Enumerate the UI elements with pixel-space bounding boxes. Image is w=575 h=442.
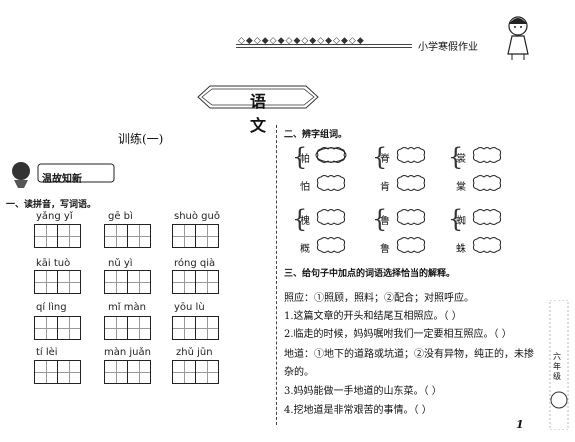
question-line[interactable]: 1.这篇文章的开头和结尾互相照应。（ ） [284,311,462,322]
answer-cloud[interactable] [394,174,428,192]
pinyin-label: kāi tuò [36,258,71,269]
writing-grid[interactable] [172,224,219,248]
pinyin-label: mǐ màn [108,302,146,313]
brace: { [292,143,308,171]
answer-cloud[interactable] [314,174,348,192]
question-line[interactable]: 4.挖地道是非常艰苦的事情。（ ） [284,405,432,416]
char-label: 槐 [300,216,310,227]
pinyin-label: yōu lù [174,302,205,313]
writing-grid[interactable] [34,360,81,384]
grade-label: 六年级 [553,352,561,381]
page-title: 语 文 [249,92,272,135]
brace: { [448,205,464,233]
writing-grid[interactable] [104,270,151,294]
header-rule [236,44,412,45]
girl-mascot-icon [507,16,529,60]
char-label: 蛛 [456,244,466,255]
char-label: 怕 [300,182,310,193]
answer-cloud[interactable] [314,146,348,164]
answer-cloud[interactable] [314,236,348,254]
section3-title: 三、给句子中加点的词语选择恰当的解释。 [284,269,456,279]
title-frame [197,85,319,109]
char-label: 棠 [456,182,466,193]
writing-grid[interactable] [34,270,81,294]
answer-cloud[interactable] [394,236,428,254]
brace: { [372,205,388,233]
writing-grid[interactable] [172,270,219,294]
writing-grid[interactable] [104,360,151,384]
page-number: 1 [516,418,524,431]
writing-grid[interactable] [104,224,151,248]
answer-cloud[interactable] [314,208,348,226]
answer-cloud[interactable] [394,146,428,164]
pinyin-label: tí lèi [36,347,58,358]
definition-line: 杂的。 [284,367,314,378]
pinyin-label: qí lìng [36,302,67,313]
writing-grid[interactable] [34,224,81,248]
section2-title: 二、辨字组词。 [284,130,348,140]
question-line[interactable]: 2.临走的时候，妈妈嘱咐我们一定要相互照应。（ ） [284,329,512,340]
review-badge-label: 温故知新 [42,174,82,185]
pinyin-label: nǔ yì [108,258,133,269]
side-tab [549,300,569,430]
char-label: 脊 [380,154,390,165]
char-label: 概 [300,244,310,255]
question-line[interactable]: 3.妈妈能做一手地道的山东菜。（ ） [284,386,442,397]
pinyin-label: yǎng yǐ [36,211,73,222]
answer-cloud[interactable] [470,208,504,226]
column-divider [276,125,277,425]
pinyin-label: zhǔ jūn [176,347,213,358]
pinyin-label: gē bì [108,211,133,222]
writing-grid[interactable] [34,316,81,340]
brace: { [372,143,388,171]
header-decoration: ◇◆◇◆◇◆◇◆◇◆◇◆◇◆◇◆ [238,36,365,46]
header-label: 小学寒假作业 [418,42,478,53]
char-label: 蜘 [456,216,466,227]
char-label: 帕 [300,154,310,165]
answer-cloud[interactable] [470,146,504,164]
pinyin-label: màn juǎn [104,347,151,358]
writing-grid[interactable] [104,316,151,340]
answer-cloud[interactable] [470,236,504,254]
answer-cloud[interactable] [394,208,428,226]
char-label: 肯 [380,182,390,193]
writing-grid[interactable] [172,360,219,384]
lesson-title: 训练(一) [118,132,164,146]
char-label: 鲁 [380,216,390,227]
header-rule-2 [236,47,412,48]
review-badge-icon [12,162,115,188]
char-label: 裳 [456,154,466,165]
pinyin-label: shuò guǒ [174,211,220,222]
definition-line: 地道：①地下的道路或坑道；②没有异物，纯正的，未掺 [284,349,534,360]
char-label: 鲁 [380,244,390,255]
brace: { [448,143,464,171]
pinyin-label: róng qià [174,258,216,269]
section1-title: 一、读拼音，写词语。 [6,200,97,210]
writing-grid[interactable] [172,316,219,340]
answer-cloud[interactable] [470,174,504,192]
definition-line: 照应：①照顾，照料；②配合；对照呼应。 [284,293,474,304]
brace: { [292,205,308,233]
